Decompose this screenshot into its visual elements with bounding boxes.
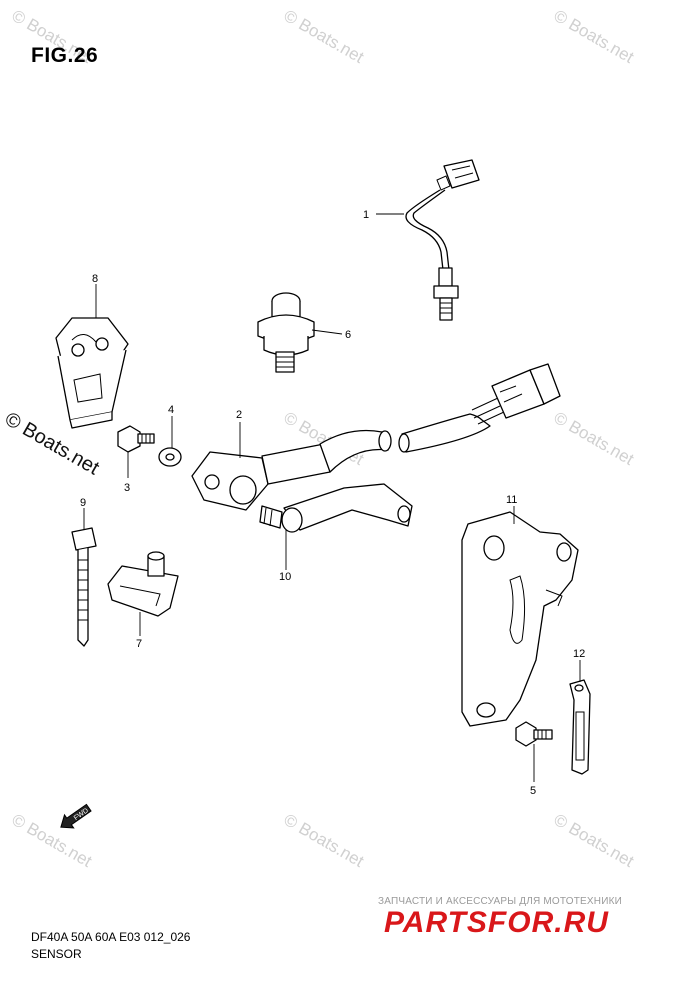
- part-9-cable-tie[interactable]: [71, 527, 97, 647]
- callout-9: 9: [80, 497, 86, 509]
- part-5-bolt[interactable]: [515, 721, 553, 747]
- part-3-bolt[interactable]: [117, 425, 155, 453]
- callout-1: 1: [363, 209, 369, 221]
- leader-lines: [83, 213, 581, 782]
- fwd-arrow-icon: FWD: [60, 803, 92, 829]
- callout-6: 6: [345, 329, 351, 341]
- callout-7: 7: [136, 638, 142, 650]
- callout-numbers: 1 2 3 4 5 6 7 8 9 10 11 12: [80, 209, 585, 797]
- callout-3: 3: [124, 482, 130, 494]
- part-11-bracket[interactable]: [461, 511, 579, 727]
- section-name: SENSOR: [31, 947, 82, 961]
- callout-11: 11: [506, 494, 517, 506]
- callout-4: 4: [168, 404, 174, 416]
- ad-logo[interactable]: PARTSFOR.RU: [384, 906, 609, 939]
- part-1-sensor-lead[interactable]: [405, 159, 480, 321]
- part-4-washer[interactable]: [158, 447, 182, 467]
- callout-8: 8: [92, 273, 98, 285]
- part-8-cover[interactable]: [55, 317, 129, 429]
- fwd-label: FWD: [73, 807, 90, 822]
- part-7-clip[interactable]: [107, 551, 179, 617]
- part-12-clamp[interactable]: [569, 679, 591, 775]
- callout-2: 2: [236, 409, 242, 421]
- callout-10: 10: [279, 571, 291, 583]
- part-10-sensor-arm[interactable]: [259, 483, 413, 533]
- figure-title: FIG.26: [31, 44, 99, 67]
- part-6-pressure-switch[interactable]: [257, 292, 315, 373]
- callout-12: 12: [573, 648, 585, 660]
- ad-tagline: ЗАПЧАСТИ И АКСЕССУАРЫ ДЛЯ МОТОТЕХНИКИ: [378, 896, 623, 907]
- model-code: DF40A 50A 60A E03 012_026: [31, 930, 191, 944]
- callout-5: 5: [530, 785, 536, 797]
- part-2-wiring-harness[interactable]: [191, 363, 561, 511]
